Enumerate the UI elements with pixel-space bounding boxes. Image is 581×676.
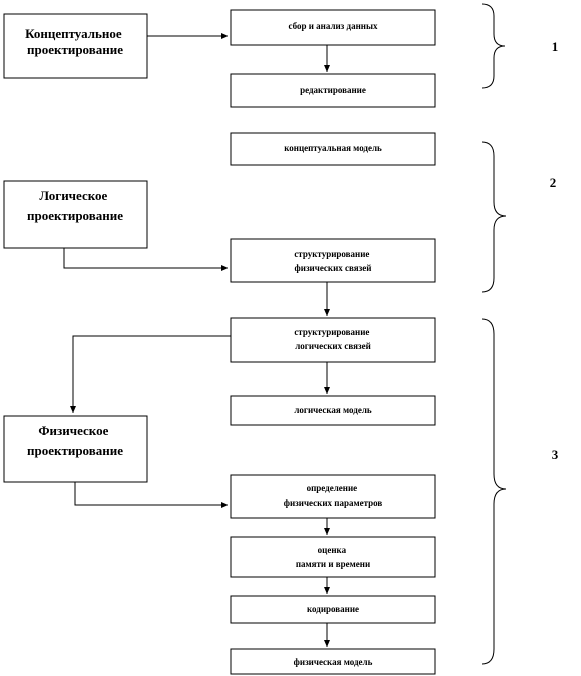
step-label-line: концептуальная модель — [284, 143, 382, 153]
step-label-line: физическая модель — [294, 657, 373, 667]
step-box-struct-logical: структурирование логических связей — [230, 317, 436, 363]
svg-text:определение физических п: определение физических параметров — [284, 483, 383, 508]
step-label-line: структурирование — [294, 327, 369, 337]
step-label-line: структурирование — [294, 249, 369, 259]
phase-label-line: Физическое — [38, 423, 108, 438]
step-box-coding: кодирование — [230, 595, 436, 624]
arrow-logical-to-struct-physical — [63, 248, 228, 271]
arrow-struct-logical-to-physical — [70, 335, 231, 413]
phase-box-conceptual: Концептуальное проектирование — [3, 13, 148, 79]
svg-text:Физическое проектировани: Физическое проектирование — [27, 423, 123, 458]
svg-text:концептуальная модель: концептуальная модель — [284, 143, 382, 153]
phase-label-line: проектирование — [27, 443, 123, 458]
step-box-collect: сбор и анализ данных — [230, 9, 436, 46]
svg-text:сбор и анализ данных: сбор и анализ данных — [289, 21, 378, 31]
step-label-line: логических связей — [295, 341, 371, 351]
svg-text:кодирование: кодирование — [307, 604, 359, 614]
step-label-line: редактирование — [300, 85, 366, 95]
svg-text:редактирование: редактирование — [300, 85, 366, 95]
phase-label-line: проектирование — [27, 42, 123, 57]
step-label-line: физических связей — [295, 263, 372, 273]
phase-label-line: Концептуальное — [25, 26, 122, 41]
step-box-conceptual-model: концептуальная модель — [230, 132, 436, 166]
step-label-line: логическая модель — [294, 405, 372, 415]
step-label-line: определение — [307, 483, 358, 493]
phase-label-line: Логическое — [39, 188, 107, 203]
step-box-physical-model: физическая модель — [230, 648, 436, 675]
step-label-line: оценка — [318, 545, 347, 555]
step-label-line: физических параметров — [284, 498, 383, 508]
svg-text:структурирование физичес: структурирование физических связей — [294, 249, 371, 273]
phase-label-line: проектирование — [27, 208, 123, 223]
group-number-1: 1 — [552, 39, 559, 54]
phase-box-logical: Логическое проектирование — [3, 180, 148, 249]
svg-text:Логическое проектировани: Логическое проектирование — [27, 188, 123, 223]
phase-box-physical: Физическое проектирование — [3, 415, 148, 483]
svg-text:структурирование логичес: структурирование логических связей — [294, 327, 371, 351]
group-number-3: 3 — [552, 447, 559, 462]
step-box-define-params: определение физических параметров — [230, 474, 436, 519]
svg-text:логическая модель: логическая модель — [294, 405, 372, 415]
group-brace-1 — [481, 3, 506, 89]
step-box-logical-model: логическая модель — [230, 395, 436, 426]
step-label-line: сбор и анализ данных — [289, 21, 378, 31]
step-label-line: кодирование — [307, 604, 359, 614]
svg-text:оценка памяти и времени: оценка памяти и времени — [296, 545, 370, 569]
svg-text:физическая модель: физическая модель — [294, 657, 373, 667]
arrow-physical-to-define-params — [74, 482, 228, 508]
svg-text:Концептуальное проектиро: Концептуальное проектирование — [25, 26, 125, 57]
step-box-estimate: оценка памяти и времени — [230, 536, 436, 578]
group-number-2: 2 — [550, 175, 557, 190]
group-brace-2 — [481, 141, 507, 293]
step-box-edit: редактирование — [230, 73, 436, 108]
group-brace-3 — [481, 318, 507, 665]
step-box-struct-physical: структурирование физических связей — [230, 238, 436, 283]
step-label-line: памяти и времени — [296, 559, 370, 569]
